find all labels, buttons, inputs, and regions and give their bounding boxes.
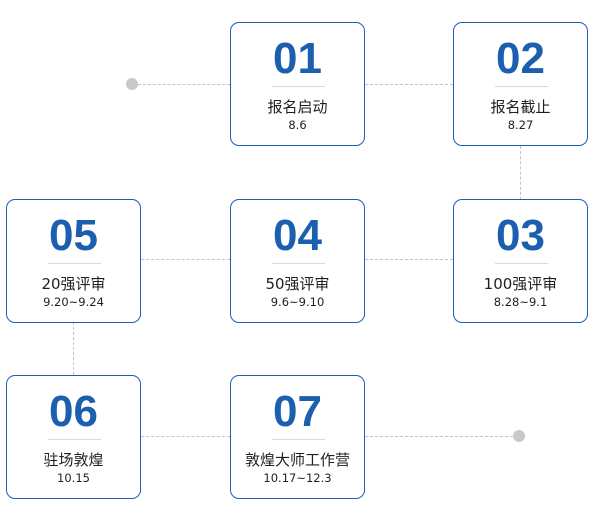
step-underline <box>272 439 325 440</box>
step-date: 10.17~12.3 <box>263 471 332 485</box>
step-underline <box>48 439 101 440</box>
connector-step-4-to-5 <box>141 259 230 260</box>
connector-step-2-to-3 <box>520 146 521 200</box>
step-number: 05 <box>49 211 98 260</box>
step-date: 8.6 <box>288 118 307 132</box>
step-underline <box>272 263 325 264</box>
step-card-05: 05 20强评审 9.20~9.24 <box>6 199 141 323</box>
step-title: 100强评审 <box>483 275 558 293</box>
step-card-06: 06 驻场敦煌 10.15 <box>6 375 141 499</box>
step-underline <box>495 263 548 264</box>
step-underline <box>495 86 548 87</box>
step-title: 50强评审 <box>265 275 330 293</box>
step-number: 02 <box>496 34 545 83</box>
step-card-02: 02 报名截止 8.27 <box>453 22 588 146</box>
step-title: 报名截止 <box>490 98 551 116</box>
step-number: 07 <box>273 387 322 436</box>
connector-step-1-to-2 <box>365 84 453 85</box>
step-card-07: 07 敦煌大师工作营 10.17~12.3 <box>230 375 365 499</box>
step-date: 8.27 <box>507 118 534 132</box>
step-card-03: 03 100强评审 8.28~9.1 <box>453 199 588 323</box>
connector-step-6-to-7 <box>141 436 230 437</box>
connector-step-7-to-end <box>365 436 513 437</box>
start-dot <box>126 78 138 90</box>
end-dot <box>513 430 525 442</box>
step-card-04: 04 50强评审 9.6~9.10 <box>230 199 365 323</box>
step-underline <box>48 263 101 264</box>
connector-start-to-step-1 <box>138 84 230 85</box>
step-date: 10.15 <box>57 471 90 485</box>
step-underline <box>272 86 325 87</box>
connector-step-3-to-4 <box>365 259 453 260</box>
step-title: 敦煌大师工作营 <box>244 451 350 469</box>
step-date: 8.28~9.1 <box>493 295 548 309</box>
step-number: 06 <box>49 387 98 436</box>
step-date: 9.6~9.10 <box>270 295 325 309</box>
step-title: 20强评审 <box>41 275 106 293</box>
step-number: 04 <box>273 211 322 260</box>
step-title: 报名启动 <box>267 98 328 116</box>
connector-step-5-to-6 <box>73 322 74 375</box>
step-title: 驻场敦煌 <box>43 451 104 469</box>
step-date: 9.20~9.24 <box>43 295 104 309</box>
step-number: 03 <box>496 211 545 260</box>
step-number: 01 <box>273 34 322 83</box>
step-card-01: 01 报名启动 8.6 <box>230 22 365 146</box>
